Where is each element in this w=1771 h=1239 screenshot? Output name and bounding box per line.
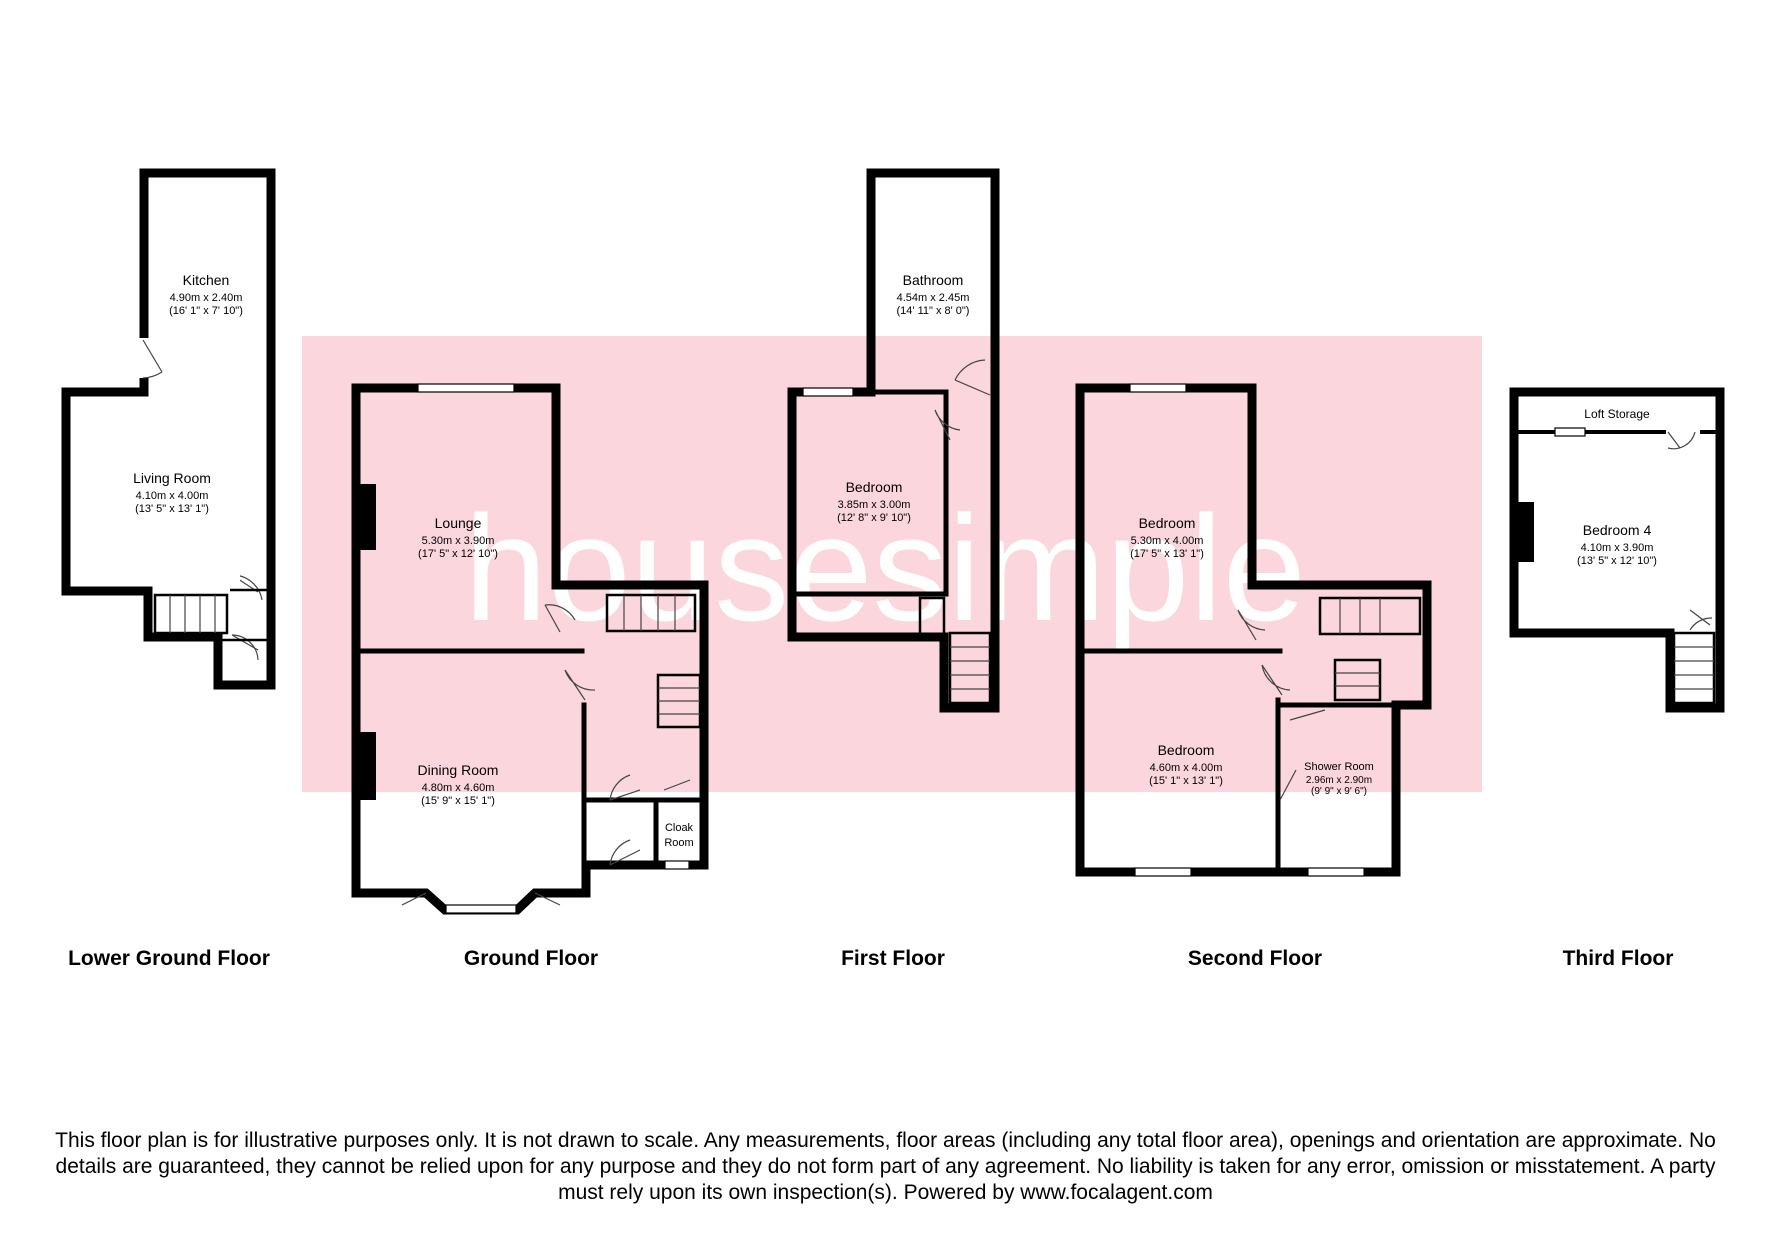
room-shower-room-dims: 2.96m x 2.90m	[1306, 775, 1372, 786]
room-bathroom-dims: 4.54m x 2.45m	[897, 292, 970, 304]
room-shower-room-imperial: (9' 9" x 9' 6")	[1311, 786, 1367, 797]
room-first-bedroom-name: Bedroom	[846, 479, 903, 495]
room-second-bedroom-b-dims: 4.60m x 4.00m	[1150, 762, 1223, 774]
disclaimer-text: This floor plan is for illustrative purp…	[55, 1129, 1716, 1204]
room-bedroom-4-dims: 4.10m x 3.90m	[1581, 542, 1654, 554]
room-dining-room-dims: 4.80m x 4.60m	[422, 782, 495, 794]
room-dining-room-name: Dining Room	[418, 762, 499, 778]
floor-label-first: First Floor	[841, 947, 945, 970]
room-bedroom-4-name: Bedroom 4	[1583, 522, 1652, 538]
lower-ground-floor-plan	[61, 168, 276, 690]
room-bathroom-imperial: (14' 11" x 8' 0")	[897, 305, 970, 317]
room-kitchen-dims: 4.90m x 2.40m	[170, 292, 243, 304]
room-lounge-name: Lounge	[435, 515, 482, 531]
room-second-bedroom-a-name: Bedroom	[1139, 515, 1196, 531]
watermark-band	[302, 336, 1482, 792]
first-floor-plan	[787, 168, 1000, 713]
third-floor-plan	[1509, 387, 1725, 713]
room-cloak-room-name-line1: Cloak	[665, 822, 694, 834]
room-second-bedroom-b-imperial: (15' 1" x 13' 1")	[1149, 775, 1223, 787]
room-lounge-dims: 5.30m x 3.90m	[422, 535, 495, 547]
room-first-bedroom-dims: 3.85m x 3.00m	[838, 499, 911, 511]
room-living-room-dims: 4.10m x 4.00m	[136, 490, 209, 502]
room-second-bedroom-b-name: Bedroom	[1158, 742, 1215, 758]
room-kitchen-imperial: (16' 1" x 7' 10")	[169, 305, 243, 317]
room-second-bedroom-a-dims: 5.30m x 4.00m	[1131, 535, 1204, 547]
room-kitchen-name: Kitchen	[183, 272, 230, 288]
room-loft-storage-name: Loft Storage	[1584, 407, 1650, 421]
watermark-text: housesimple	[464, 484, 1306, 652]
floor-label-second: Second Floor	[1188, 947, 1322, 970]
room-bathroom-name: Bathroom	[903, 272, 964, 288]
room-bedroom-4-imperial: (13' 5" x 12' 10")	[1577, 555, 1657, 567]
ground-floor-plan	[351, 383, 709, 915]
room-living-room-imperial: (13' 5" x 13' 1")	[135, 503, 209, 515]
room-second-bedroom-a-imperial: (17' 5" x 13' 1")	[1130, 548, 1204, 560]
room-cloak-room-name-line2: Room	[664, 837, 693, 849]
room-shower-room-name: Shower Room	[1304, 761, 1374, 773]
room-first-bedroom-imperial: (12' 8" x 9' 10")	[837, 512, 911, 524]
floor-label-lower-ground: Lower Ground Floor	[68, 947, 270, 970]
second-floor-plan	[1075, 383, 1432, 877]
room-lounge-imperial: (17' 5" x 12' 10")	[418, 548, 498, 560]
room-living-room-name: Living Room	[133, 470, 211, 486]
floor-label-third: Third Floor	[1563, 947, 1674, 970]
floor-label-ground: Ground Floor	[464, 947, 598, 970]
room-dining-room-imperial: (15' 9" x 15' 1")	[421, 795, 495, 807]
